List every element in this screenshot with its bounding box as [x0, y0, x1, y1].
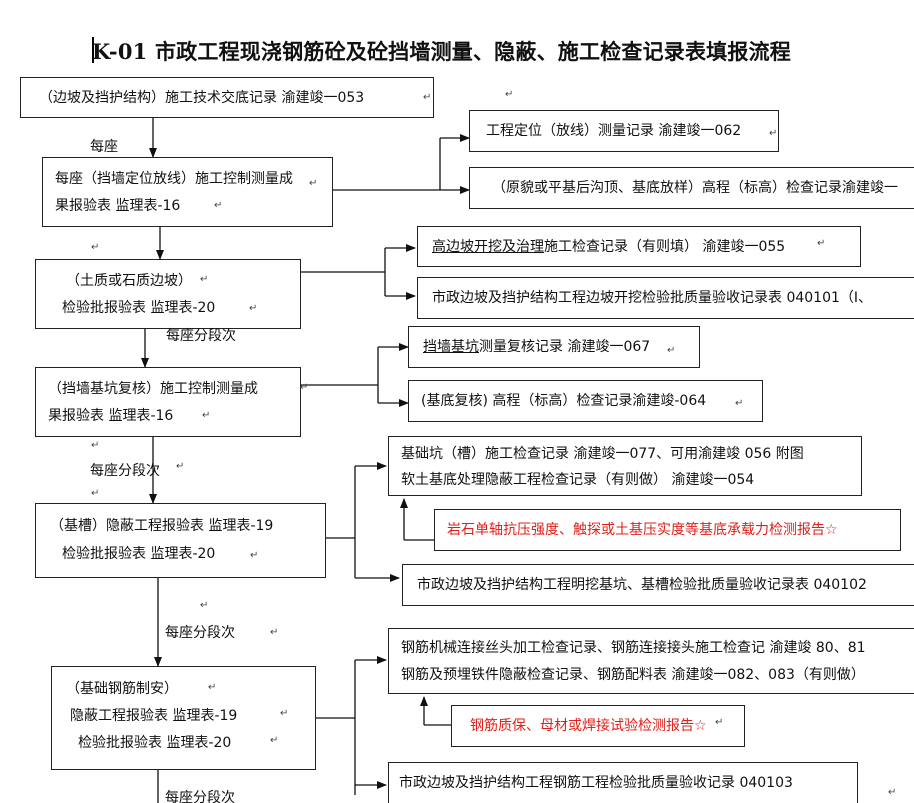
flow-label-5: 每座分段次 [165, 790, 235, 803]
paragraph-mark: ↵ [270, 627, 279, 638]
side-box-7: 基础坑（槽）施工检查记录 渝建竣一077、可用渝建竣 056 附图 软土基底处理… [388, 436, 862, 496]
side-box-6: (基底复核) 高程（标高）检查记录渝建竣-064 [408, 380, 763, 422]
side-box-2: （原貌或平基后沟顶、基底放样）高程（标高）检查记录渝建竣一 [469, 167, 914, 209]
flow-label-4: 每座分段次 [165, 625, 235, 641]
side-box-10-line-1: 钢筋机械连接丝头加工检查记录、钢筋连接接头施工检查记 渝建竣 80、81 [401, 640, 866, 656]
paragraph-mark: ↵ [505, 89, 514, 100]
paragraph-mark: ↵ [250, 550, 259, 561]
side-box-3-rest: 施工检查记录（有则填） 渝建竣一055 [544, 239, 786, 255]
paragraph-mark: ↵ [91, 488, 100, 499]
paragraph-mark: ↵ [769, 128, 778, 139]
main-step-4-line-2: 果报验表 监理表-16 [48, 408, 174, 424]
side-box-10: 钢筋机械连接丝头加工检查记录、钢筋连接接头施工检查记 渝建竣 80、81 钢筋及… [388, 628, 914, 694]
side-box-1: 工程定位（放线）测量记录 渝建竣一062 [469, 110, 779, 152]
paragraph-mark: ↵ [667, 345, 676, 356]
main-step-2-line-2: 果报验表 监理表-16 [55, 198, 181, 214]
main-step-6-box: （基础钢筋制安） 隐蔽工程报验表 监理表-19 检验批报验表 监理表-20 [51, 666, 316, 770]
main-step-5-line-2: 检验批报验表 监理表-20 [62, 546, 216, 562]
side-box-2-text: （原貌或平基后沟顶、基底放样）高程（标高）检查记录渝建竣一 [492, 180, 898, 196]
flow-label-2: 每座分段次 [166, 328, 236, 344]
side-box-8-report: 岩石单轴抗压强度、触探或土基压实度等基底承载力检测报告☆ [434, 509, 901, 551]
paragraph-mark: ↵ [423, 92, 432, 103]
main-step-2-box: 每座（挡墙定位放线）施工控制测量成 果报验表 监理表-16 [42, 157, 333, 227]
side-box-7-line-1: 基础坑（槽）施工检查记录 渝建竣一077、可用渝建竣 056 附图 [401, 446, 804, 462]
side-box-3-text: 高边坡开挖及治理施工检查记录（有则填） 渝建竣一055 [432, 234, 785, 260]
main-step-6-line-1: （基础钢筋制安） [66, 681, 178, 697]
paragraph-mark: ↵ [200, 274, 209, 285]
side-box-11-report: 钢筋质保、母材或焊接试验检测报告☆ [451, 705, 745, 747]
paragraph-mark: ↵ [249, 303, 258, 314]
paragraph-mark: ↵ [888, 787, 897, 798]
paragraph-mark: ↵ [202, 410, 211, 421]
main-step-4-box: （挡墙基坑复核）施工控制测量成 果报验表 监理表-16 [35, 367, 301, 437]
main-step-1-text: （边坡及挡护结构）施工技术交底记录 渝建竣一053 [39, 90, 365, 106]
flow-label-1: 每座 [90, 139, 118, 155]
side-box-7-line-2: 软土基底处理隐蔽工程检查记录（有则做） 渝建竣一054 [401, 472, 755, 488]
paragraph-mark: ↵ [309, 178, 318, 189]
side-box-12: 市政边坡及挡护结构工程钢筋工程检验批质量验收记录 040103 [388, 762, 858, 803]
paragraph-mark: ↵ [91, 440, 100, 451]
side-box-10-line-2: 钢筋及预埋铁件隐蔽检查记录、钢筋配料表 渝建竣一082、083（有则做） [401, 667, 865, 683]
paragraph-mark: ↵ [176, 461, 185, 472]
side-box-9: 市政边坡及挡护结构工程明挖基坑、基槽检验批质量验收记录表 040102 [402, 564, 914, 606]
main-step-4-line-1: （挡墙基坑复核）施工控制测量成 [48, 381, 258, 397]
side-box-6-text: (基底复核) 高程（标高）检查记录渝建竣-064 [421, 393, 707, 409]
side-box-11-text: 钢筋质保、母材或焊接试验检测报告☆ [470, 718, 707, 734]
side-box-4: 市政边坡及挡护结构工程边坡开挖检验批质量验收记录表 040101（Ⅰ、 [417, 277, 914, 319]
paragraph-mark: ↵ [817, 238, 826, 249]
side-box-5-underlined: 挡墙基坑 [423, 339, 479, 355]
paragraph-mark: ↵ [280, 708, 289, 719]
main-step-5-box: （基槽）隐蔽工程报验表 监理表-19 检验批报验表 监理表-20 [35, 503, 326, 578]
main-step-1-box: （边坡及挡护结构）施工技术交底记录 渝建竣一053 [20, 77, 434, 118]
main-step-6-line-2: 隐蔽工程报验表 监理表-19 [70, 708, 238, 724]
page-title: K-01 市政工程现浇钢筋砼及砼挡墙测量、隐蔽、施工检查记录表填报流程 [92, 39, 791, 64]
main-step-3-line-1: （土质或石质边坡） [66, 273, 192, 289]
side-box-12-text: 市政边坡及挡护结构工程钢筋工程检验批质量验收记录 040103 [399, 775, 793, 791]
side-box-1-text: 工程定位（放线）测量记录 渝建竣一062 [486, 123, 742, 139]
side-box-4-text: 市政边坡及挡护结构工程边坡开挖检验批质量验收记录表 040101（Ⅰ、 [432, 290, 873, 306]
side-box-5-rest: 测量复核记录 渝建竣一067 [479, 339, 651, 355]
side-box-3: 高边坡开挖及治理施工检查记录（有则填） 渝建竣一055 [417, 226, 861, 267]
side-box-8-text: 岩石单轴抗压强度、触探或土基压实度等基底承载力检测报告☆ [447, 522, 838, 538]
paragraph-mark: ↵ [300, 382, 309, 393]
main-step-3-box: （土质或石质边坡） 检验批报验表 监理表-20 [35, 259, 301, 329]
side-box-3-underlined: 高边坡开挖及治理 [432, 239, 544, 255]
paragraph-mark: ↵ [208, 682, 217, 693]
side-box-5: 挡墙基坑测量复核记录 渝建竣一067 [408, 326, 700, 368]
side-box-5-text: 挡墙基坑测量复核记录 渝建竣一067 [423, 334, 650, 360]
main-step-5-line-1: （基槽）隐蔽工程报验表 监理表-19 [50, 518, 274, 534]
main-step-2-line-1: 每座（挡墙定位放线）施工控制测量成 [55, 171, 293, 187]
paragraph-mark: ↵ [270, 735, 279, 746]
main-step-6-line-3: 检验批报验表 监理表-20 [78, 735, 232, 751]
paragraph-mark: ↵ [91, 242, 100, 253]
text-cursor [92, 37, 94, 63]
paragraph-mark: ↵ [735, 398, 744, 409]
paragraph-mark: ↵ [214, 200, 223, 211]
main-step-3-line-2: 检验批报验表 监理表-20 [62, 300, 216, 316]
paragraph-mark: ↵ [200, 600, 209, 611]
side-box-9-text: 市政边坡及挡护结构工程明挖基坑、基槽检验批质量验收记录表 040102 [417, 577, 867, 593]
paragraph-mark: ↵ [715, 717, 724, 728]
flow-label-3: 每座分段次 [90, 463, 160, 479]
